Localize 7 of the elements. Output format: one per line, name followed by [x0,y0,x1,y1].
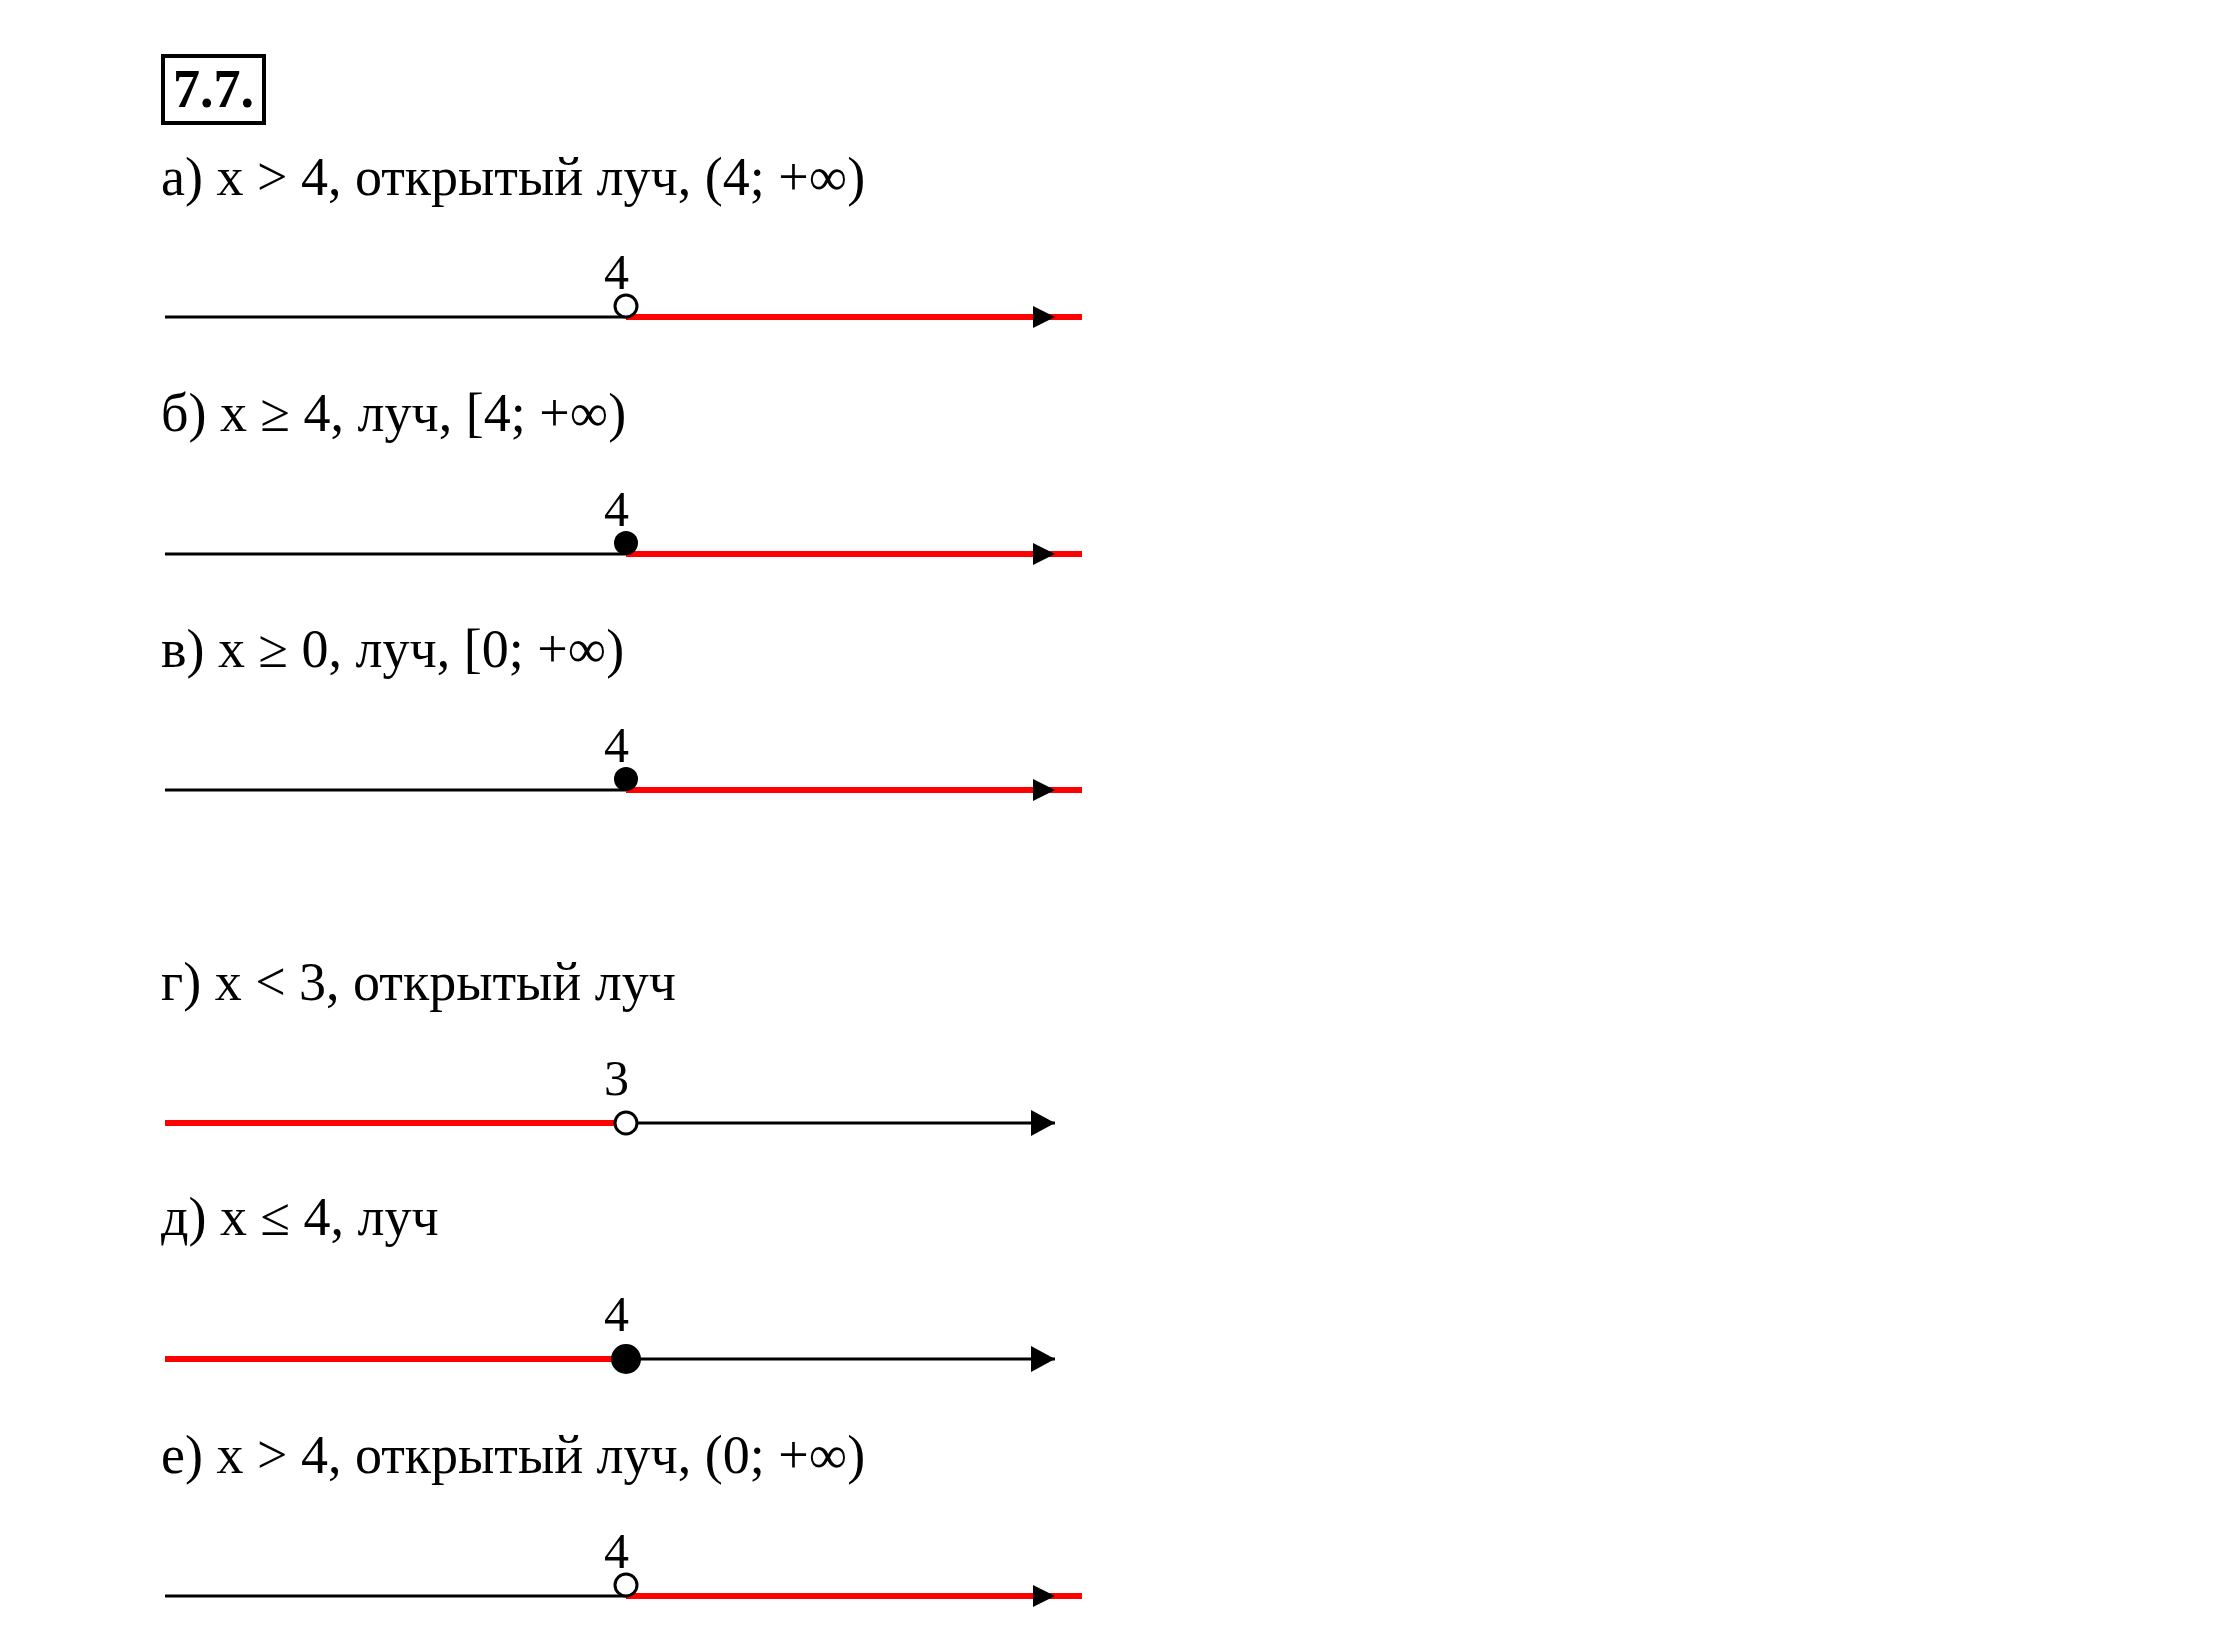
tick-label: 4 [604,1289,629,1339]
tick-label: 4 [604,484,629,534]
tick-label: 4 [604,1526,629,1576]
tick-label: 4 [604,720,629,770]
tick-label: 3 [604,1053,629,1103]
tick-label: 4 [604,247,629,297]
exercise-number: 7.7. [161,54,266,126]
